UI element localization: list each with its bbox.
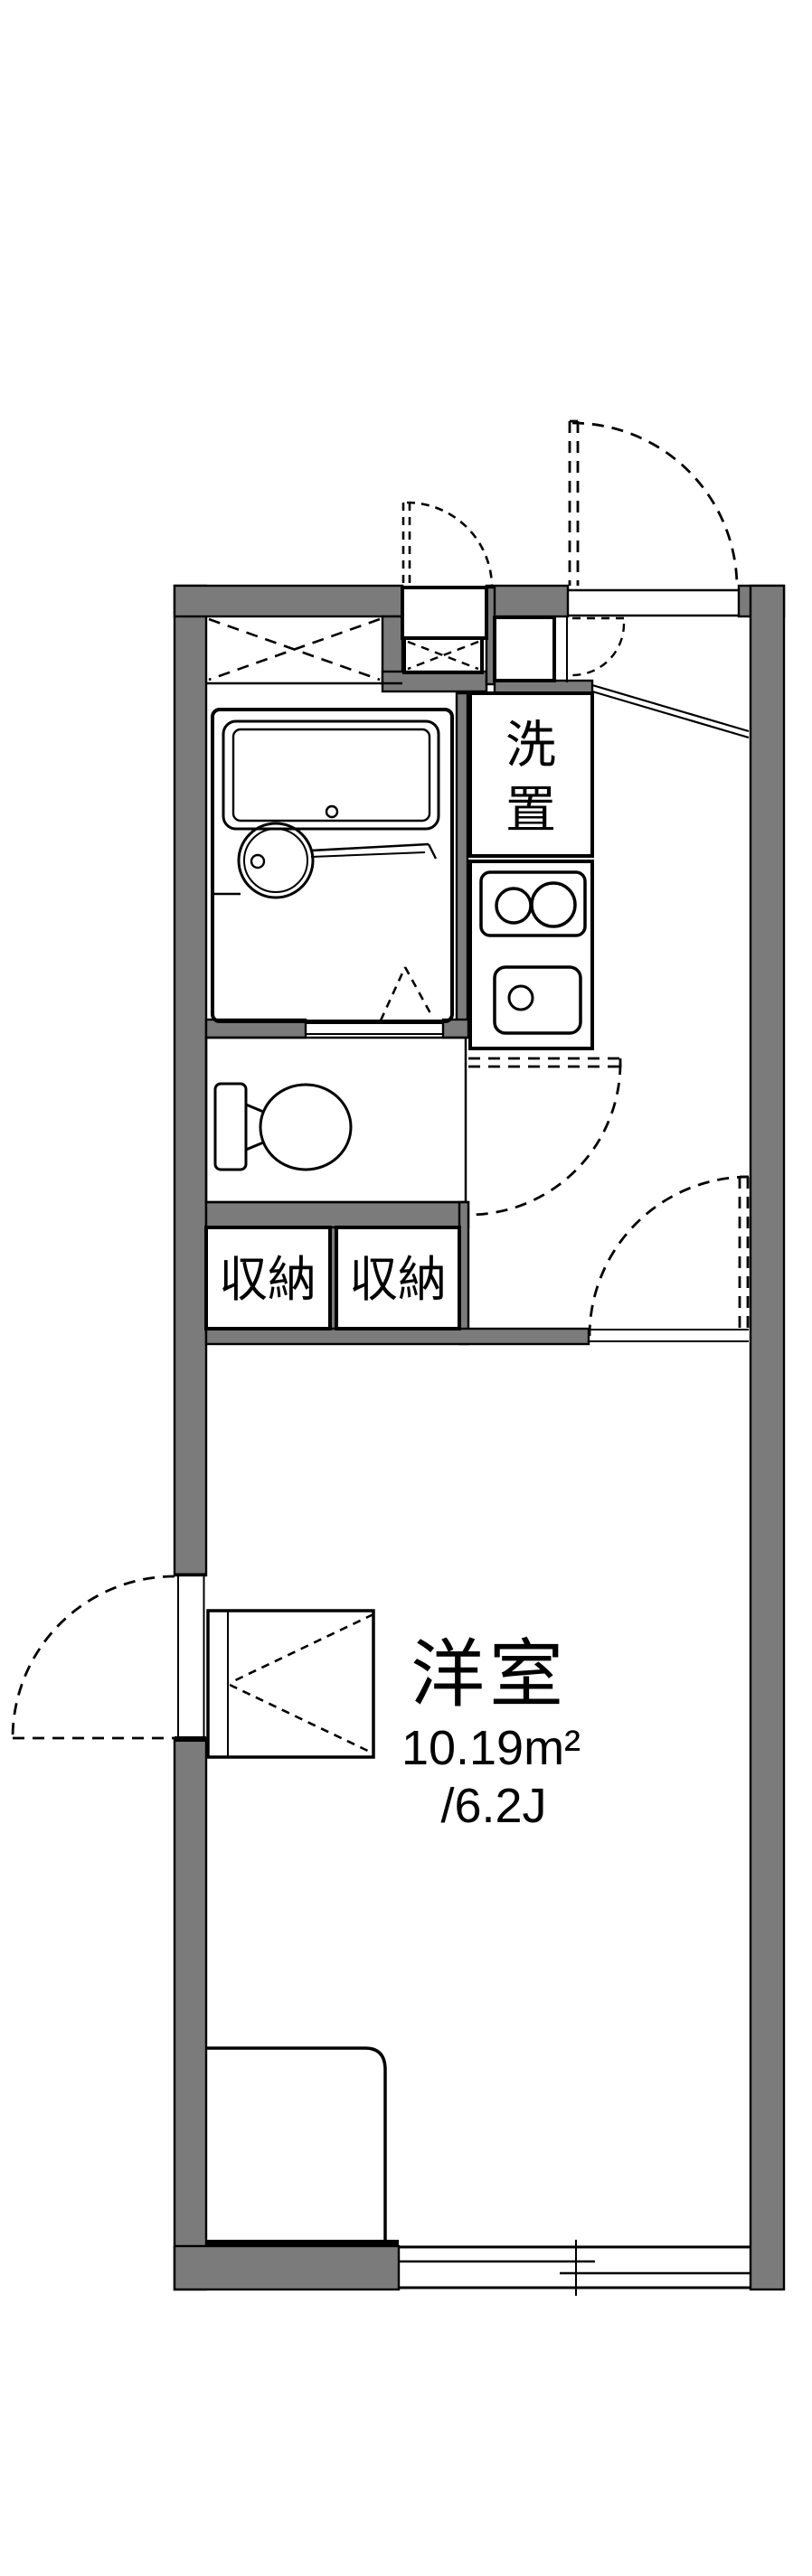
entrance-step-line [591,683,750,739]
bathtub-outer [222,719,440,831]
room-side-door-swing [11,1575,175,1740]
bathtub-drain-icon [325,804,339,819]
shoe-cabinet [493,616,568,682]
outer-walls [173,584,786,2291]
inner-walls [204,586,594,1346]
sink-drain-icon [507,984,534,1011]
room-labels: 洋室 10.19m² /6.2J [401,1634,581,1834]
burner-left-icon [495,887,533,925]
bathtub-inner [231,728,431,823]
room-area-tatami-label: /6.2J [440,1779,546,1833]
washer-space: 洗 置 [468,691,594,858]
bath-folding-door-swing [379,966,432,1021]
toilet-tank [213,1082,248,1171]
room-counter-outline [206,2046,399,2245]
room-door-swing [588,1175,750,1337]
overhead-dashed-x-zone [206,617,402,685]
room-name-label: 洋室 [411,1634,568,1716]
room-area-m2-label: 10.19m² [401,1721,581,1775]
burner-right-icon [530,881,577,928]
toilet-bowl [259,1083,353,1171]
toilet-room [204,1036,467,1204]
stove-top [479,870,587,937]
wash-basin [237,822,315,899]
kitchen-unit [468,860,594,1050]
entrance-alcove-box [401,586,488,674]
main-entrance-door-swing [568,419,739,588]
entry-closet-door-swing [571,616,627,677]
bath-doorway [306,1022,443,1035]
room-closet-box [206,1609,375,1759]
basin-faucet-icon [250,853,266,870]
washer-label-char1: 洗 [505,717,556,774]
room-doorway [589,1329,749,1342]
storage-right-label: 収納 [349,1253,447,1307]
room-side-doorway [175,1573,206,1742]
meter-box-door-swing [401,501,494,588]
washer-label-char2: 置 [505,782,556,839]
entrance-doorway [568,588,739,617]
unit-bath [211,708,454,1023]
hall-door-swing [467,1057,622,1217]
sliding-window [398,2240,751,2296]
storage-left-label: 収納 [219,1253,316,1307]
kitchen-sink [493,965,582,1035]
storage-closets: 収納 収納 [204,1226,461,1330]
